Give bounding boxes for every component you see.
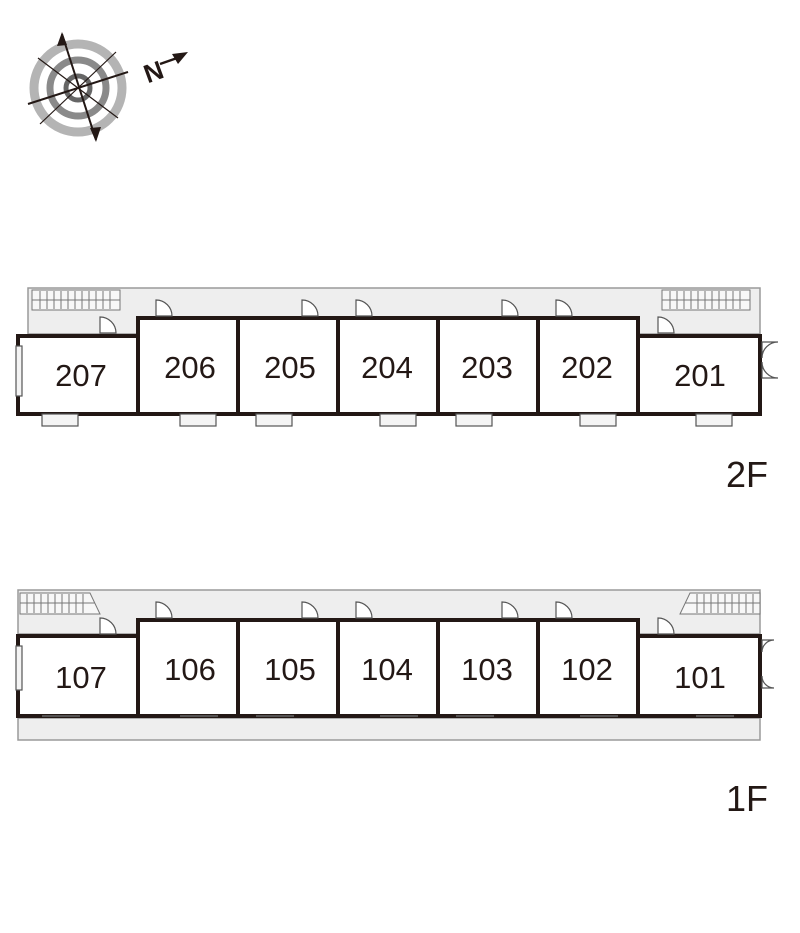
- floor-1f: 107 106 105 104 103 102 101 1F: [15, 589, 775, 819]
- unit-label-204: 204: [361, 350, 413, 385]
- unit-101: [636, 634, 762, 718]
- compass-north-label: N: [140, 54, 168, 89]
- unit-label-206: 206: [164, 350, 216, 385]
- unit-label-107: 107: [55, 660, 107, 695]
- staircase-left-1f: [19, 592, 101, 615]
- unit-label-106: 106: [164, 652, 216, 687]
- compass-rose-icon: N: [27, 32, 188, 142]
- unit-label-203: 203: [461, 350, 513, 385]
- unit-label-101: 101: [674, 660, 726, 695]
- unit-102: [536, 618, 640, 718]
- unit-204: [336, 316, 440, 416]
- floor-label-2f: 2F: [726, 454, 768, 495]
- unit-label-201: 201: [674, 358, 726, 393]
- floor-2f: 207 206 205 204 203 202 201 2F: [15, 287, 779, 495]
- unit-106: [136, 618, 240, 718]
- unit-label-207: 207: [55, 358, 107, 393]
- staircase-left-2f: [31, 289, 121, 311]
- unit-label-104: 104: [361, 652, 413, 687]
- walkway-1f: [17, 717, 761, 741]
- unit-201: [636, 334, 762, 416]
- floor-label-1f: 1F: [726, 778, 768, 819]
- unit-105: [236, 618, 340, 718]
- unit-label-102: 102: [561, 652, 613, 687]
- staircase-right-2f: [661, 289, 751, 311]
- unit-label-202: 202: [561, 350, 613, 385]
- staircase-right-1f: [679, 592, 761, 615]
- unit-label-105: 105: [264, 652, 316, 687]
- unit-203: [436, 316, 540, 416]
- unit-label-205: 205: [264, 350, 316, 385]
- unit-label-103: 103: [461, 652, 513, 687]
